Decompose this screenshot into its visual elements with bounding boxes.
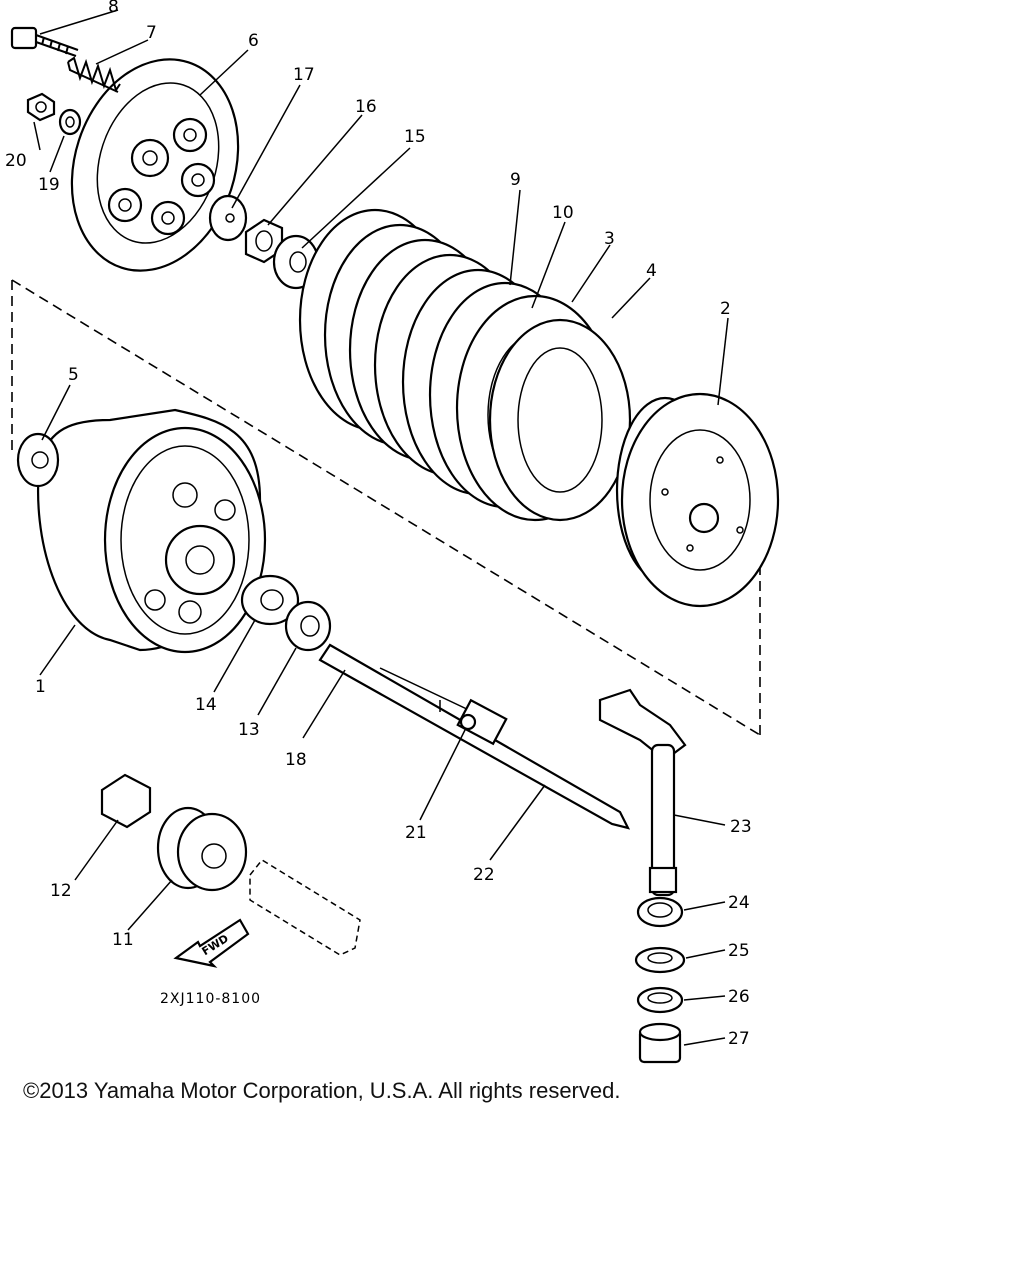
nut — [26, 92, 56, 122]
push-rod — [318, 643, 631, 830]
leader-lines — [33, 9, 729, 1046]
callout-14: 14 — [195, 695, 217, 715]
spacer-13 — [284, 600, 332, 652]
washer-25 — [634, 946, 686, 974]
callout-19: 19 — [38, 175, 60, 195]
nut-12 — [100, 773, 152, 829]
clutch-housing — [36, 408, 267, 654]
callout-7: 7 — [146, 23, 157, 43]
bearing-27 — [638, 1022, 682, 1064]
callout-6: 6 — [248, 31, 259, 51]
clutch-spring — [67, 56, 121, 93]
callout-17: 17 — [293, 65, 315, 85]
washer-19 — [58, 108, 82, 136]
pressure-plate — [70, 58, 240, 272]
clutch-plate-stack — [298, 208, 632, 522]
callout-12: 12 — [50, 881, 72, 901]
callout-25: 25 — [728, 941, 750, 961]
callout-24: 24 — [728, 893, 750, 913]
callout-9: 9 — [510, 170, 521, 190]
part-code: 2XJ110-8100 — [160, 991, 261, 1007]
crank-shaft-end — [249, 859, 361, 956]
callout-26: 26 — [728, 987, 750, 1007]
callout-18: 18 — [285, 750, 307, 770]
callout-5: 5 — [68, 365, 79, 385]
callout-22: 22 — [473, 865, 495, 885]
callout-20: 20 — [5, 151, 27, 171]
release-lever — [598, 688, 687, 897]
callout-11: 11 — [112, 930, 134, 950]
callout-3: 3 — [604, 229, 615, 249]
clutch-spring-bolt — [10, 26, 79, 57]
fwd-arrow-icon: FWD — [173, 918, 250, 968]
callout-27: 27 — [728, 1029, 750, 1049]
bearing-17 — [208, 194, 248, 242]
clutch-boss — [615, 392, 780, 608]
callout-21: 21 — [405, 823, 427, 843]
callout-labels: 8 7 6 17 16 15 20 19 9 10 3 4 2 5 1 14 1… — [5, 0, 752, 1049]
spring-24 — [636, 896, 684, 928]
washer-14 — [240, 574, 300, 626]
clutch-exploded-diagram: FWD — [5, 0, 780, 1064]
callout-1: 1 — [35, 677, 46, 697]
gear-11 — [156, 806, 248, 892]
callout-2: 2 — [720, 299, 731, 319]
callout-13: 13 — [238, 720, 260, 740]
copyright-notice: ©2013 Yamaha Motor Corporation, U.S.A. A… — [23, 1078, 621, 1103]
oil-seal-26 — [636, 986, 684, 1014]
callout-23: 23 — [730, 817, 752, 837]
callout-8: 8 — [108, 0, 119, 17]
callout-4: 4 — [646, 261, 657, 281]
callout-15: 15 — [404, 127, 426, 147]
callout-16: 16 — [355, 97, 377, 117]
callout-10: 10 — [552, 203, 574, 223]
thrust-plate-5 — [16, 432, 60, 488]
